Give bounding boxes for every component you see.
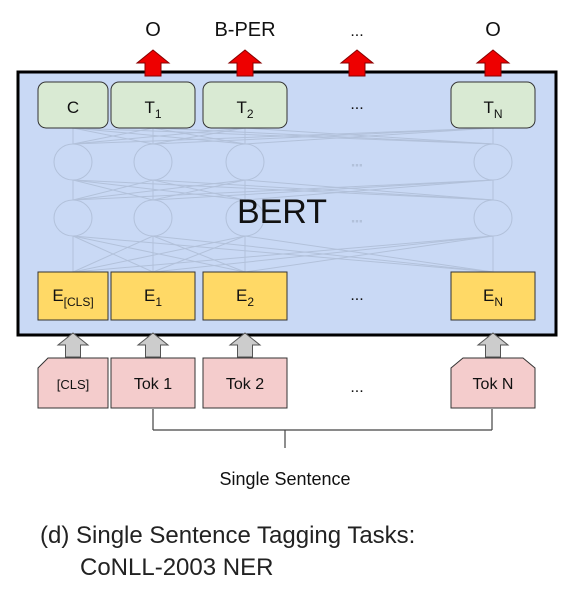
output-box-label: C	[67, 98, 79, 117]
token-label: Tok 2	[226, 376, 264, 393]
hidden-ellipsis: ...	[351, 153, 363, 169]
output-ellipsis: ...	[350, 96, 363, 113]
hidden-edge	[72, 127, 154, 145]
embedding-box-label: EN	[483, 286, 503, 309]
caption-line-1: (d) Single Sentence Tagging Tasks:	[40, 522, 416, 549]
token-label: [CLS]	[57, 377, 90, 392]
output-box-label: T2	[236, 98, 253, 121]
caption-line-2: CoNLL-2003 NER	[80, 554, 274, 581]
input-arrow	[136, 332, 170, 358]
hidden-edge	[244, 235, 494, 273]
embedding-box-label: E[CLS]	[52, 286, 93, 309]
embedding-box-label: E1	[144, 286, 162, 309]
output-arrow	[135, 49, 171, 77]
column-3: ............	[339, 23, 375, 396]
hidden-edge	[152, 179, 246, 201]
output-label: O	[485, 19, 501, 41]
output-box-label: TN	[483, 98, 502, 121]
token-box	[450, 357, 536, 409]
output-box	[37, 81, 109, 129]
hidden-edge	[152, 127, 494, 145]
output-box	[450, 81, 536, 129]
embedding-box	[110, 271, 196, 321]
hidden-node	[473, 199, 513, 237]
hidden-node	[225, 199, 265, 237]
hidden-node	[225, 143, 265, 181]
output-box-label: T1	[144, 98, 161, 121]
output-box	[110, 81, 196, 129]
token-box	[110, 357, 196, 409]
model-label: BERT	[237, 193, 327, 231]
output-label: B-PER	[214, 19, 275, 41]
token-box	[202, 357, 288, 409]
hidden-edge	[72, 179, 494, 201]
token-ellipsis: ...	[350, 379, 363, 396]
input-label: Single Sentence	[219, 469, 350, 489]
output-box	[202, 81, 288, 129]
hidden-node	[53, 143, 93, 181]
hidden-edge	[72, 179, 154, 201]
hidden-edge	[72, 127, 494, 145]
hidden-edge	[72, 235, 246, 273]
token-label: Tok 1	[134, 376, 172, 393]
column-4: O TN EN Tok N	[450, 19, 536, 409]
embedding-ellipsis: ...	[350, 287, 363, 304]
hidden-ellipsis: ...	[351, 209, 363, 225]
input-bracket	[152, 409, 493, 448]
hidden-edge	[72, 235, 494, 273]
embedding-box-label: E2	[236, 286, 254, 309]
embedding-box	[202, 271, 288, 321]
input-arrow	[476, 332, 510, 358]
hidden-edge	[152, 179, 494, 201]
column-0: C E[CLS] [CLS]	[37, 81, 109, 409]
hidden-node	[133, 143, 173, 181]
token-box	[37, 357, 109, 409]
hidden-layers: ......	[53, 127, 513, 273]
embedding-box	[450, 271, 536, 321]
hidden-edge	[152, 127, 246, 145]
hidden-node	[53, 199, 93, 237]
input-arrow	[56, 332, 90, 358]
output-label: O	[145, 19, 161, 41]
embedding-box	[37, 271, 109, 321]
hidden-edge	[72, 127, 246, 145]
input-arrow	[228, 332, 262, 358]
hidden-edge	[244, 127, 494, 145]
output-arrow	[339, 49, 375, 77]
hidden-edge	[72, 235, 154, 273]
output-label: ...	[350, 23, 363, 40]
hidden-edge	[152, 235, 494, 273]
hidden-node	[133, 199, 173, 237]
hidden-edge	[72, 179, 246, 201]
hidden-edge	[244, 179, 494, 201]
hidden-node	[473, 143, 513, 181]
figure-caption: (d) Single Sentence Tagging Tasks: CoNLL…	[40, 520, 415, 584]
hidden-edge	[152, 235, 246, 273]
output-arrow	[227, 49, 263, 77]
output-arrow	[475, 49, 511, 77]
token-label: Tok N	[473, 376, 514, 393]
